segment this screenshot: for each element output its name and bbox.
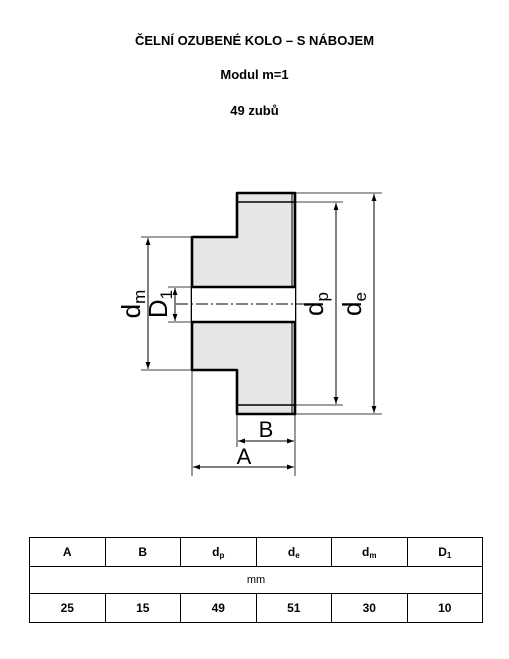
- header-cell: B: [104, 537, 181, 567]
- header-cell: dm: [331, 537, 408, 567]
- value-cell: 51: [255, 593, 332, 623]
- dimension-table: A B dp de dm D1 mm 25 15 49 51 30 10: [29, 537, 483, 623]
- header-cell: A: [29, 537, 106, 567]
- label-de: de: [337, 292, 370, 316]
- label-B: B: [259, 417, 274, 442]
- gear-drawing: dm D1 dp de B A: [116, 191, 382, 476]
- value-cell: 30: [331, 593, 408, 623]
- unit-cell: mm: [29, 566, 483, 594]
- value-cell: 10: [406, 593, 483, 623]
- table-value-row: 25 15 49 51 30 10: [29, 593, 483, 623]
- header-cell: de: [255, 537, 332, 567]
- label-D1: D1: [143, 290, 176, 318]
- teeth-count-label: 49 zubů: [230, 103, 279, 118]
- bore: [192, 287, 295, 322]
- table-header-row: A B dp de dm D1: [29, 537, 483, 567]
- value-cell: 25: [29, 593, 106, 623]
- value-cell: 15: [104, 593, 181, 623]
- label-dm: dm: [116, 290, 149, 319]
- value-cell: 49: [180, 593, 257, 623]
- label-dp: dp: [299, 292, 332, 316]
- module-label: Modul m=1: [220, 67, 289, 82]
- header-cell: dp: [180, 537, 257, 567]
- extension-lines: [141, 192, 382, 476]
- header-cell: D1: [406, 537, 483, 567]
- table-unit-row: mm: [29, 566, 483, 594]
- page-title: ČELNÍ OZUBENÉ KOLO – S NÁBOJEM: [134, 33, 375, 48]
- label-A: A: [237, 444, 252, 469]
